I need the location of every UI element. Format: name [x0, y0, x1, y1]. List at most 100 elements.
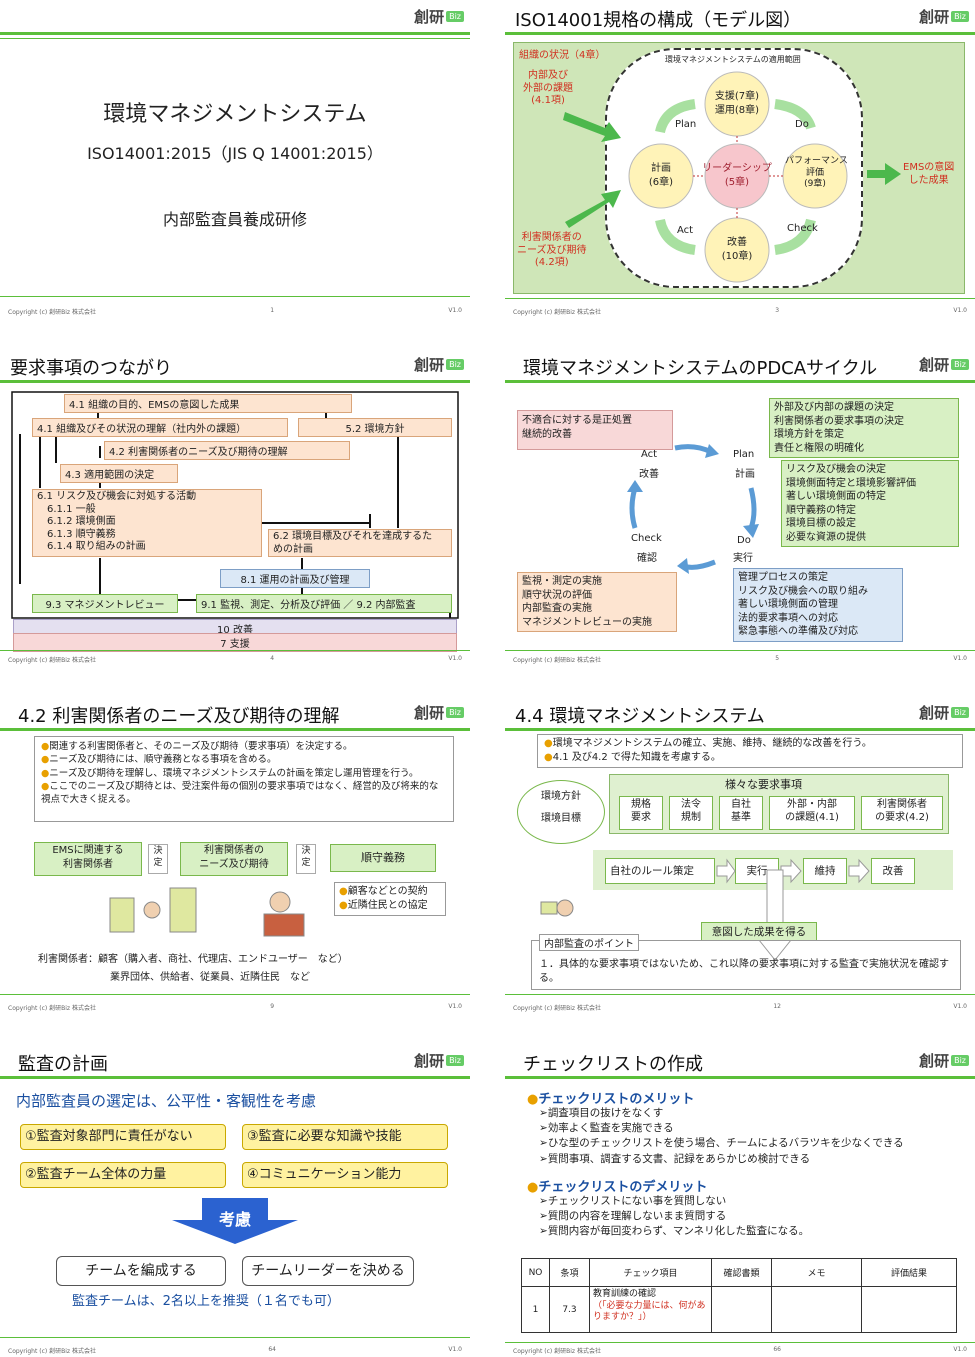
do-arrow [774, 99, 816, 130]
req-title: 様々な要求事項 [725, 778, 802, 791]
stakeholders-line-2: 業界団体、供給者、従業員、近隣住民 など [110, 972, 310, 983]
check-box: 監視・測定の実施順守状況の評価内部監査の実施マネジメントレビューの実施 [517, 572, 677, 632]
flow-rules: 自社のルール策定 [605, 858, 715, 884]
demerit-list: ➢チェックリストにない事を質問しない ➢質問の内容を理解しないまま質問する ➢質… [539, 1195, 810, 1238]
req-item: 自社 基準 [719, 796, 763, 830]
stakeholders-line-1: 利害関係者：顧客（購入者、商社、代理店、エンドユーザー など） [38, 954, 348, 965]
act-box: 不適合に対する是正処置継続的改善 [517, 410, 673, 450]
box-4-2: 4.2 利害関係者のニーズ及び期待の理解 [104, 441, 350, 460]
check-label: Check [631, 533, 662, 544]
req-item: 法令 規制 [669, 796, 713, 830]
demerit-title: ●チェックリストのデメリット [527, 1180, 708, 1195]
box-8-1: 8.1 運用の計画及び管理 [220, 569, 370, 588]
do-label: Do [737, 535, 751, 546]
result-box: 意図した成果を得る [701, 922, 817, 941]
merit-list: ➢調査項目の抜けをなくす ➢効率よく監査を実施できる ➢ひな型のチェックリストを… [539, 1107, 904, 1165]
merit-title: ●チェックリストのメリット [527, 1092, 695, 1107]
team-action: チームを編成する [56, 1256, 226, 1286]
box-9-1: 9.1 監視、測定、分析及び評価 ／ 9.2 内部監査 [196, 594, 452, 613]
bullet-box: ●環境マネジメントシステムの確立、実施、維持、継続的な改善を行う。 ●4.1 及… [537, 734, 963, 768]
page-title: 環境マネジメントシステム [103, 102, 367, 127]
act-item: 不適合に対する是正処置 [522, 415, 632, 426]
checklist-table: NO 条項 チェック項目 確認書類 メモ 評価結果 1 7.3 教育訓練の確認 … [521, 1258, 957, 1333]
context-label: 組織の状況（4章） [519, 50, 606, 61]
scope-label: 環境マネジメントシステムの適用範囲 [665, 55, 801, 64]
issues-arrow [563, 112, 621, 142]
box-7: 7 支援 [13, 633, 457, 652]
box-5-2: 5.2 環境方針 [298, 418, 452, 437]
slide-title: チェックリストの作成 [523, 1054, 703, 1075]
plan-box-1: 外部及び内部の課題の決定利害関係者の要求事項の決定環境方針を策定責任と権限の明確… [769, 398, 959, 458]
outcome-arrow [867, 163, 901, 185]
policy-circle: 環境方針 環境目標 [517, 780, 605, 844]
box-4-3: 4.3 適用範囲の決定 [60, 464, 178, 483]
req-item: 規格 要求 [619, 796, 663, 830]
check-label: Check [787, 223, 818, 234]
col-item: チェック項目 [589, 1258, 712, 1287]
consider-arrow [172, 1198, 298, 1244]
box-9-3: 9.3 マネジメントレビュー [32, 594, 178, 613]
box-4-1: 4.1 組織の目的、EMSの意図した成果 [64, 394, 352, 413]
divider [0, 32, 470, 35]
box-6-1: 6.1 リスク及び機会に対処する活動 6.1.1 一般 6.1.2 環境側面 6… [32, 489, 262, 557]
subtitle: ISO14001:2015（JIS Q 14001:2015） [87, 144, 383, 163]
criteria-item: ②監査チーム全体の力量 [20, 1162, 226, 1188]
req-item: 利害関係者 の要求(4.2) [861, 796, 943, 830]
flow-obligations: 順守義務 [330, 844, 436, 872]
decide-2: 決 定 [296, 844, 316, 874]
plan-label: Plan [675, 119, 697, 130]
pdca-arrows [627, 444, 759, 574]
outcome-label: EMSの意図 した成果 [903, 162, 955, 186]
check-arrow [774, 218, 816, 255]
flow-improve: 改善 [871, 858, 915, 884]
criteria-item: ①監査対象部門に責任がない [20, 1124, 226, 1150]
col-memo: メモ [771, 1258, 862, 1287]
point-title: 内部監査のポイント [539, 934, 639, 951]
flow-needs: 利害関係者の ニーズ及び期待 [180, 842, 288, 876]
plan-label: Plan [733, 449, 755, 460]
flow-lines [11, 391, 459, 619]
slide-title: 要求事項のつながり [10, 358, 172, 379]
col-no: NO [521, 1258, 550, 1287]
issues-label: 内部及び 外部の課題 (4.1項) [523, 70, 573, 106]
course-name: 内部監査員養成研修 [162, 210, 307, 229]
slide-title: 4.4 環境マネジメントシステム [515, 706, 765, 727]
performance-circle-label: パフォーマンス 評価 (9章) [785, 156, 848, 190]
needs-label: 利害関係者の ニーズ及び期待 (4.2項) [517, 232, 587, 268]
examples-box: ●顧客などとの契約 ●近隣住民との協定 [334, 882, 446, 916]
decide-1: 決 定 [148, 844, 168, 874]
model-arrows [563, 71, 901, 283]
improve-circle-label: 改善 (10章) [721, 237, 753, 262]
act-label: Act [677, 225, 694, 236]
plan-arrow [655, 99, 696, 134]
slide-title: ISO14001規格の構成（モデル図） [515, 10, 802, 31]
act-item: 継続的改善 [522, 428, 572, 440]
flow-stakeholders: EMSに関連する 利害関係者 [34, 842, 142, 876]
box-6-2: 6.2 環境目標及びそれを達成するた めの計画 [268, 529, 452, 557]
needs-arrow [565, 190, 621, 228]
do-box: 管理プロセスの策定リスク及び機会への取り組み著しい環境側面の管理法的要求事項への… [733, 568, 903, 642]
box-4-1-context: 4.1 組織及びその状況の理解（社内外の課題） [32, 418, 288, 437]
act-arrow [655, 218, 696, 255]
check-jp-label: 確認 [637, 553, 657, 564]
col-docs: 確認書類 [711, 1258, 772, 1287]
slide-title: 環境マネジメントシステムのPDCAサイクル [523, 358, 878, 379]
